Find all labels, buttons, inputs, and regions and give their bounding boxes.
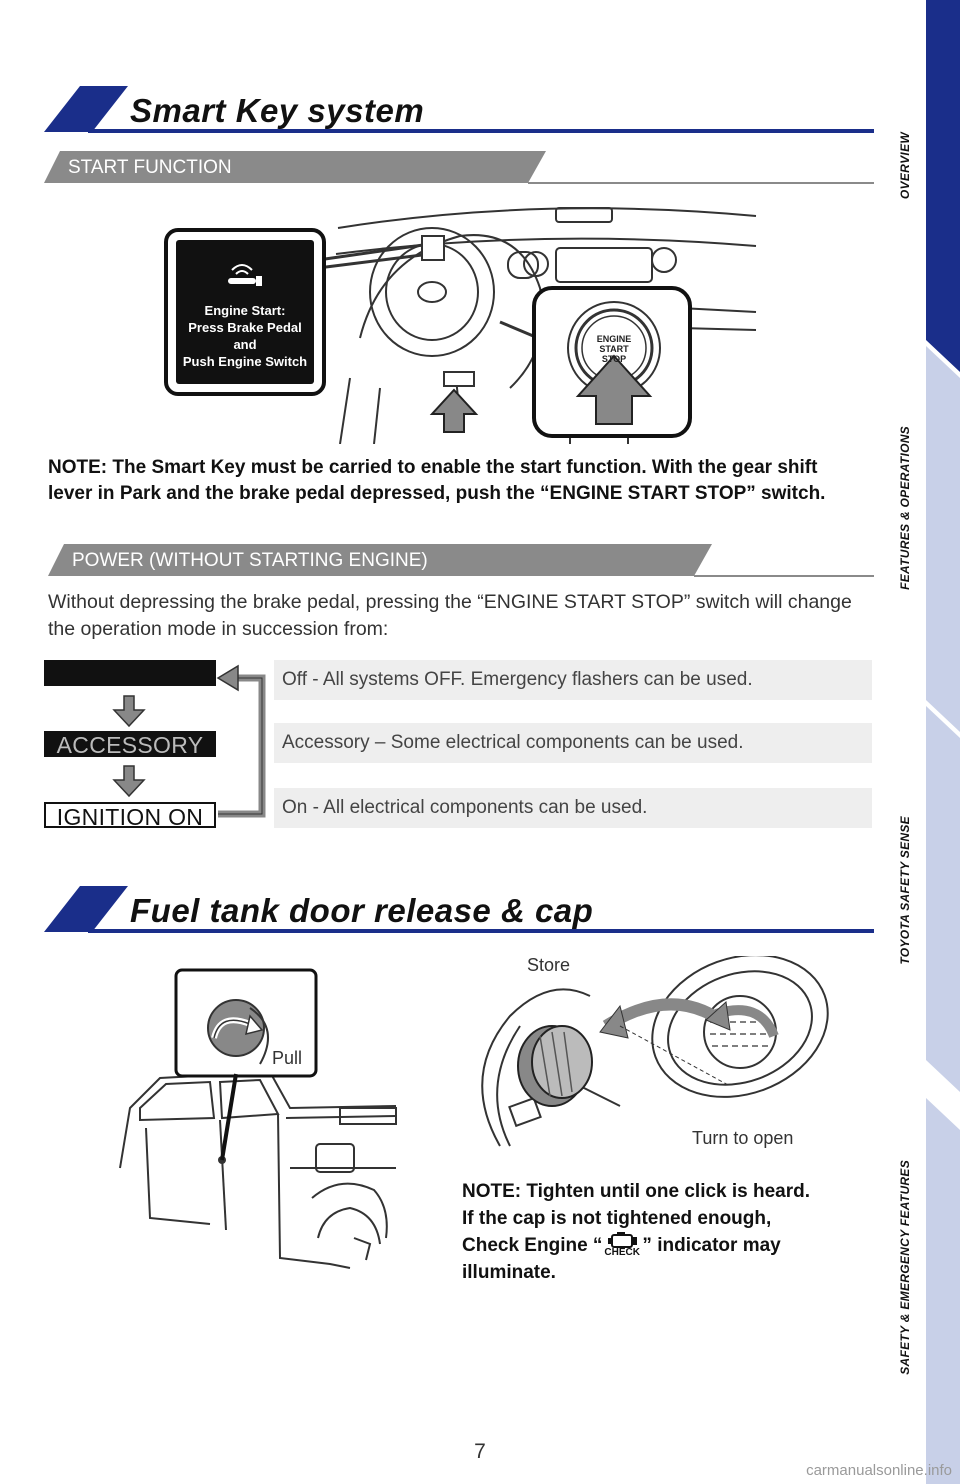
display-line-3: and [233, 337, 257, 352]
page-number: 7 [474, 1440, 486, 1463]
sidebar-tabs-graphic [926, 0, 960, 1484]
display-line-2: Press Brake Pedal [188, 320, 302, 335]
smart-key-title: Smart Key system [130, 92, 425, 129]
mode-row-off: Off - All systems OFF. Emergency flasher… [274, 660, 872, 700]
arrow-down-icon [112, 695, 146, 728]
watermark: carmanualsonline.info [806, 1462, 952, 1479]
smart-key-header: Smart Key system [44, 86, 874, 134]
fuel-note-line-4: illuminate. [462, 1262, 556, 1283]
sidebar-tab-features-operations[interactable]: FEATURES & OPERATIONS [898, 426, 912, 590]
fuel-note-line-2: If the cap is not tightened enough, [462, 1208, 772, 1229]
dashboard-illustration [317, 207, 757, 444]
multi-info-display: Engine Start: Press Brake Pedal and Push… [164, 228, 326, 396]
turn-to-open-label: Turn to open [692, 1128, 794, 1148]
sidebar-tab-overview[interactable]: OVERVIEW [898, 132, 912, 200]
power-label: POWER (WITHOUT STARTING ENGINE) [72, 550, 428, 571]
display-line-4: Push Engine Switch [182, 354, 308, 369]
mode-box-off [44, 660, 216, 686]
start-function-band: START FUNCTION [44, 151, 874, 184]
mode-box-ignition-on: IGNITION ON [44, 802, 216, 830]
power-description: Without depressing the brake pedal, pres… [48, 591, 852, 640]
fuel-header: Fuel tank door release & cap [44, 886, 874, 934]
fuel-title: Fuel tank door release & cap [130, 892, 594, 929]
fuel-note-line-1: NOTE: Tighten until one click is heard. [462, 1181, 811, 1202]
mode-row-accessory: Accessory – Some electrical components c… [274, 723, 872, 763]
mode-cycle-arrows [112, 664, 266, 818]
mode-box-accessory: ACCESSORY [44, 731, 216, 758]
section-sidebar [926, 0, 960, 1484]
smart-key-icon [228, 264, 262, 286]
fuel-cap-illustration [481, 956, 829, 1147]
engine-start-stop-button: ENGINE START STOP [584, 334, 644, 364]
check-engine-icon: CHECK [602, 1232, 642, 1258]
button-line-2: START [599, 344, 629, 354]
sidebar-tab-toyota-safety-sense[interactable]: TOYOTA SAFETY SENSE [898, 816, 912, 965]
button-line-3: STOP [601, 354, 627, 364]
mode-row-on: On - All electrical components can be us… [274, 788, 872, 828]
display-message: Engine Start: Press Brake Pedal and Push… [176, 302, 314, 370]
store-label: Store [527, 955, 571, 975]
arrow-down-icon [112, 765, 146, 798]
power-band: POWER (WITHOUT STARTING ENGINE) [48, 544, 874, 577]
fuel-note: NOTE: Tighten until one click is heard. … [462, 1178, 882, 1286]
display-line-1: Engine Start: [204, 303, 286, 318]
start-function-note: NOTE: The Smart Key must be carried to e… [48, 457, 826, 504]
pull-label: Pull [272, 1048, 303, 1068]
fuel-note-line-3: Check Engine “CHECK” indicator may [462, 1232, 882, 1259]
start-function-label: START FUNCTION [68, 157, 232, 178]
button-line-1: ENGINE [596, 334, 632, 344]
truck-illustration [119, 968, 397, 1269]
arrow-left-icon [216, 664, 239, 692]
sidebar-tab-safety-emergency[interactable]: SAFETY & EMERGENCY FEATURES [898, 1160, 912, 1375]
